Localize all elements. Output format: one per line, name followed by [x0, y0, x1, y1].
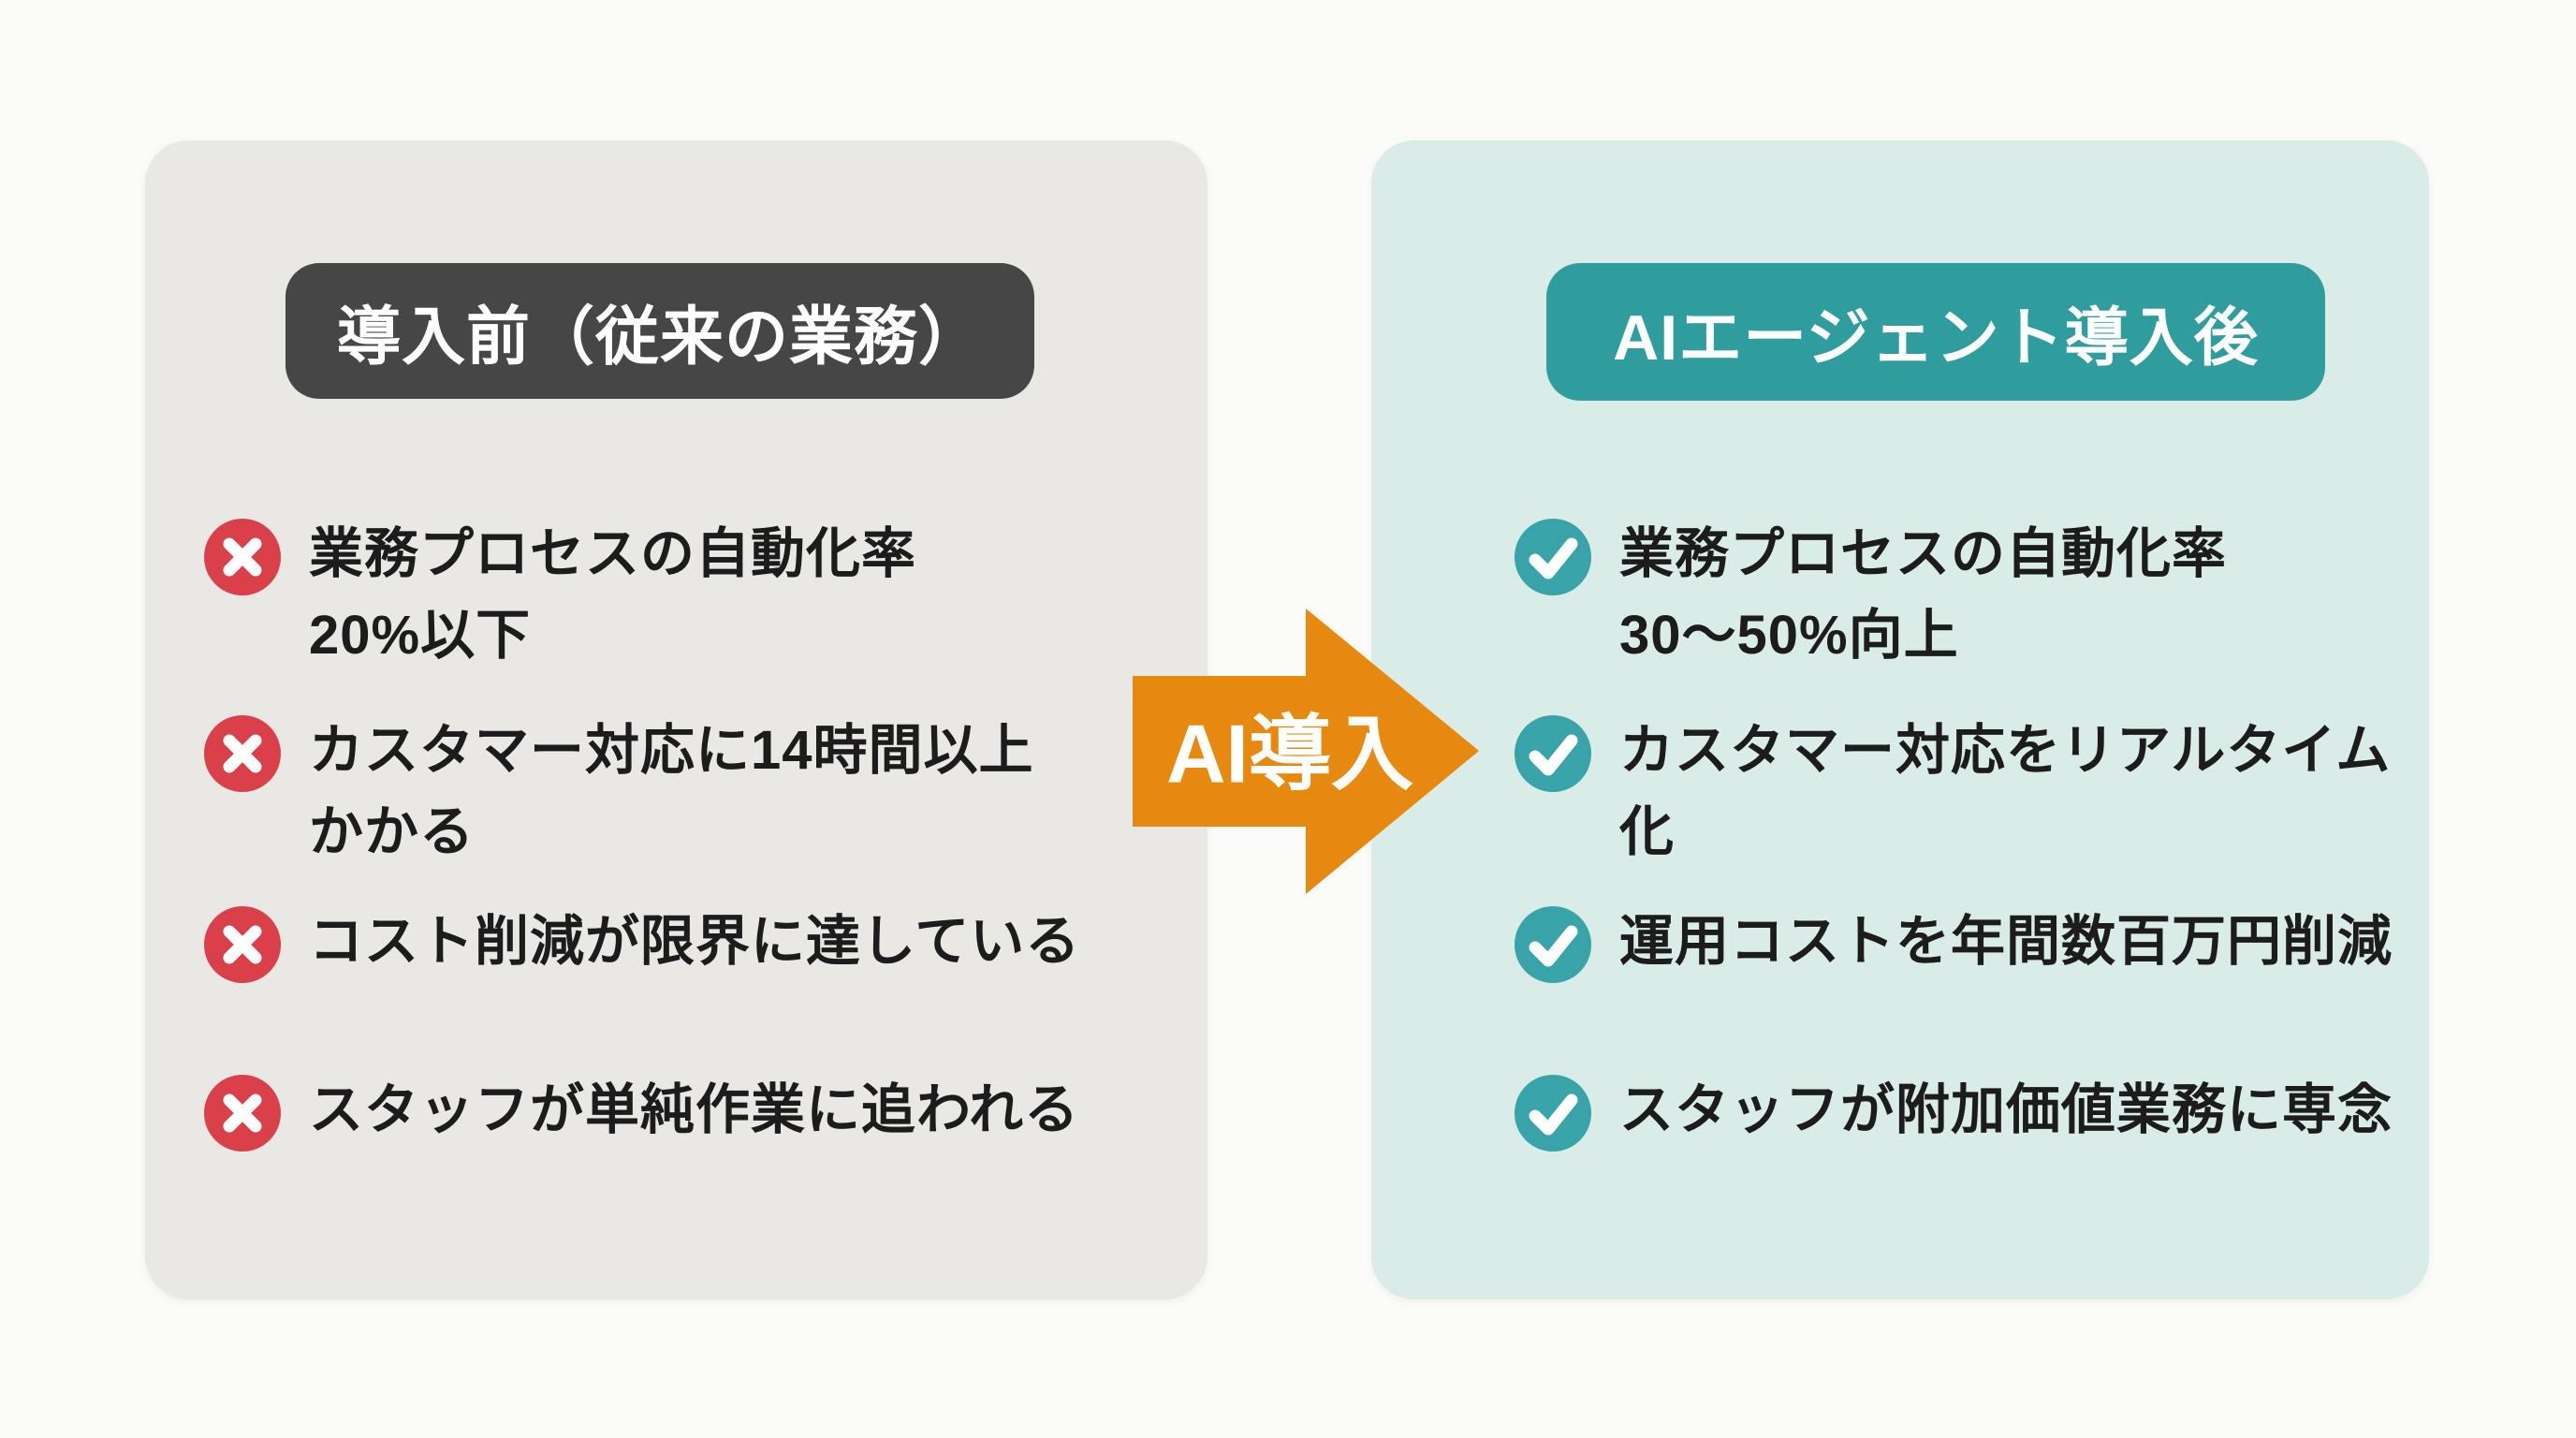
x-circle-icon	[204, 1075, 281, 1152]
before-item-1: 業務プロセスの自動化率 20%以下	[204, 513, 1140, 676]
right-arrow-icon: AI導入	[1133, 609, 1479, 894]
before-item-text: スタッフが単純作業に追われる	[309, 1079, 1080, 1140]
before-item-2: カスタマー対応に14時間以上 かかる	[204, 710, 1178, 873]
check-circle-icon	[1515, 715, 1591, 792]
after-item-text: 業務プロセスの自動化率 30〜50%向上	[1619, 523, 2228, 666]
after-panel-title-label: AIエージェント導入後	[1613, 302, 2259, 374]
before-panel-title-label: 導入前（従来の業務）	[336, 301, 983, 373]
after-item-text: 運用コストを年間数百万円削減	[1619, 911, 2393, 972]
check-circle-icon	[1515, 519, 1591, 595]
before-item-text: 業務プロセスの自動化率 20%以下	[309, 523, 917, 666]
before-item-4: スタッフが単純作業に追われる	[204, 1069, 1178, 1152]
arrow-label: AI導入	[1166, 708, 1413, 800]
before-item-3: コスト削減が限界に達している	[204, 901, 1178, 983]
before-item-text: カスタマー対応に14時間以上 かかる	[309, 720, 1034, 862]
after-item-2: カスタマー対応をリアルタイム 化	[1515, 710, 2413, 873]
check-circle-icon	[1515, 906, 1591, 983]
after-item-text: カスタマー対応をリアルタイム 化	[1619, 720, 2392, 862]
after-item-3: 運用コストを年間数百万円削減	[1515, 901, 2413, 983]
x-circle-icon	[204, 906, 281, 983]
after-item-text: スタッフが附加価値業務に専念	[1619, 1079, 2393, 1140]
after-item-1: 業務プロセスの自動化率 30〜50%向上	[1515, 513, 2413, 676]
before-panel-title: 導入前（従来の業務）	[285, 263, 1034, 399]
x-circle-icon	[204, 519, 281, 595]
after-item-4: スタッフが附加価値業務に専念	[1515, 1069, 2413, 1152]
x-circle-icon	[204, 715, 281, 792]
check-circle-icon	[1515, 1075, 1591, 1152]
before-item-text: コスト削減が限界に達している	[309, 911, 1081, 972]
after-panel-title: AIエージェント導入後	[1546, 263, 2325, 401]
ai-adoption-arrow: AI導入	[1123, 599, 1488, 903]
